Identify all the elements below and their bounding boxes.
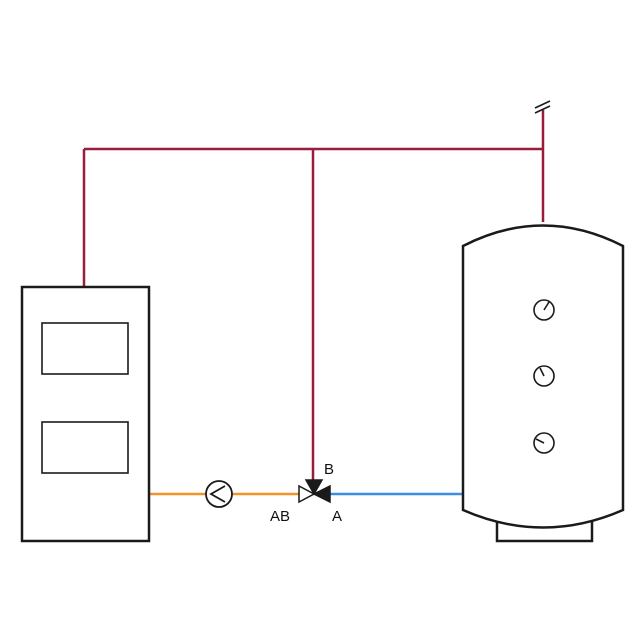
valve-port-b-label: B	[324, 461, 334, 478]
boiler-upper-door	[41, 322, 129, 375]
boiler-icon	[20, 285, 151, 543]
thermometer-icon	[533, 365, 555, 387]
thermometer-icon	[533, 299, 555, 321]
valve-port-b-triangle	[304, 479, 324, 496]
valve-port-ab-label: AB	[270, 508, 290, 525]
three-way-valve-icon	[298, 479, 331, 504]
pipe-break-icon	[534, 100, 551, 114]
flow-pipes	[82, 110, 545, 482]
thermometer-icon	[533, 432, 555, 454]
circulation-pump-icon	[205, 480, 233, 508]
valve-port-a-label: A	[332, 508, 342, 525]
valve-port-ab-triangle	[298, 484, 316, 504]
boiler-lower-door	[41, 421, 129, 474]
valve-port-a-triangle	[312, 484, 331, 504]
